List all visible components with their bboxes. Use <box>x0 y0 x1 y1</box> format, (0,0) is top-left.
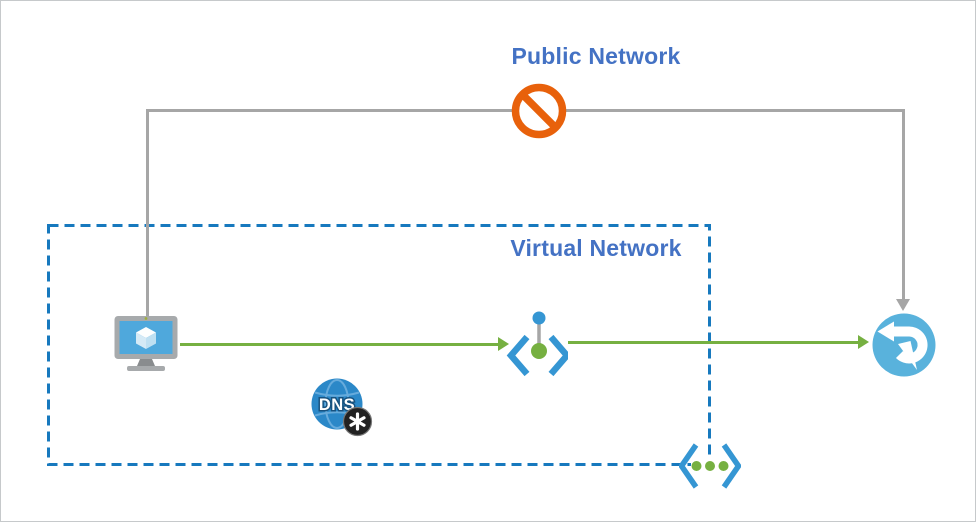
no-entry-icon <box>511 83 567 139</box>
public-path-left-vertical <box>146 109 149 316</box>
dns-label: DNS <box>319 396 355 414</box>
endpoint-to-service-arrowhead <box>858 335 869 349</box>
asterisk-badge <box>342 406 373 437</box>
virtual-network-boundary <box>47 224 711 466</box>
virtual-network-label: Virtual Network <box>510 235 682 261</box>
public-path-right-vertical <box>902 109 905 300</box>
vm-to-endpoint-line <box>180 343 500 346</box>
public-network-label: Public Network <box>511 43 681 69</box>
private-link-icon <box>679 443 741 490</box>
endpoint-to-service-line <box>568 341 859 344</box>
dns-globe-icon: DNS <box>311 378 373 437</box>
public-path-arrowhead <box>896 299 910 311</box>
private-endpoint-icon <box>506 311 568 377</box>
virtual-machine-icon <box>114 316 178 371</box>
vm-to-endpoint-arrowhead <box>498 337 509 351</box>
recovery-services-icon <box>872 313 936 377</box>
